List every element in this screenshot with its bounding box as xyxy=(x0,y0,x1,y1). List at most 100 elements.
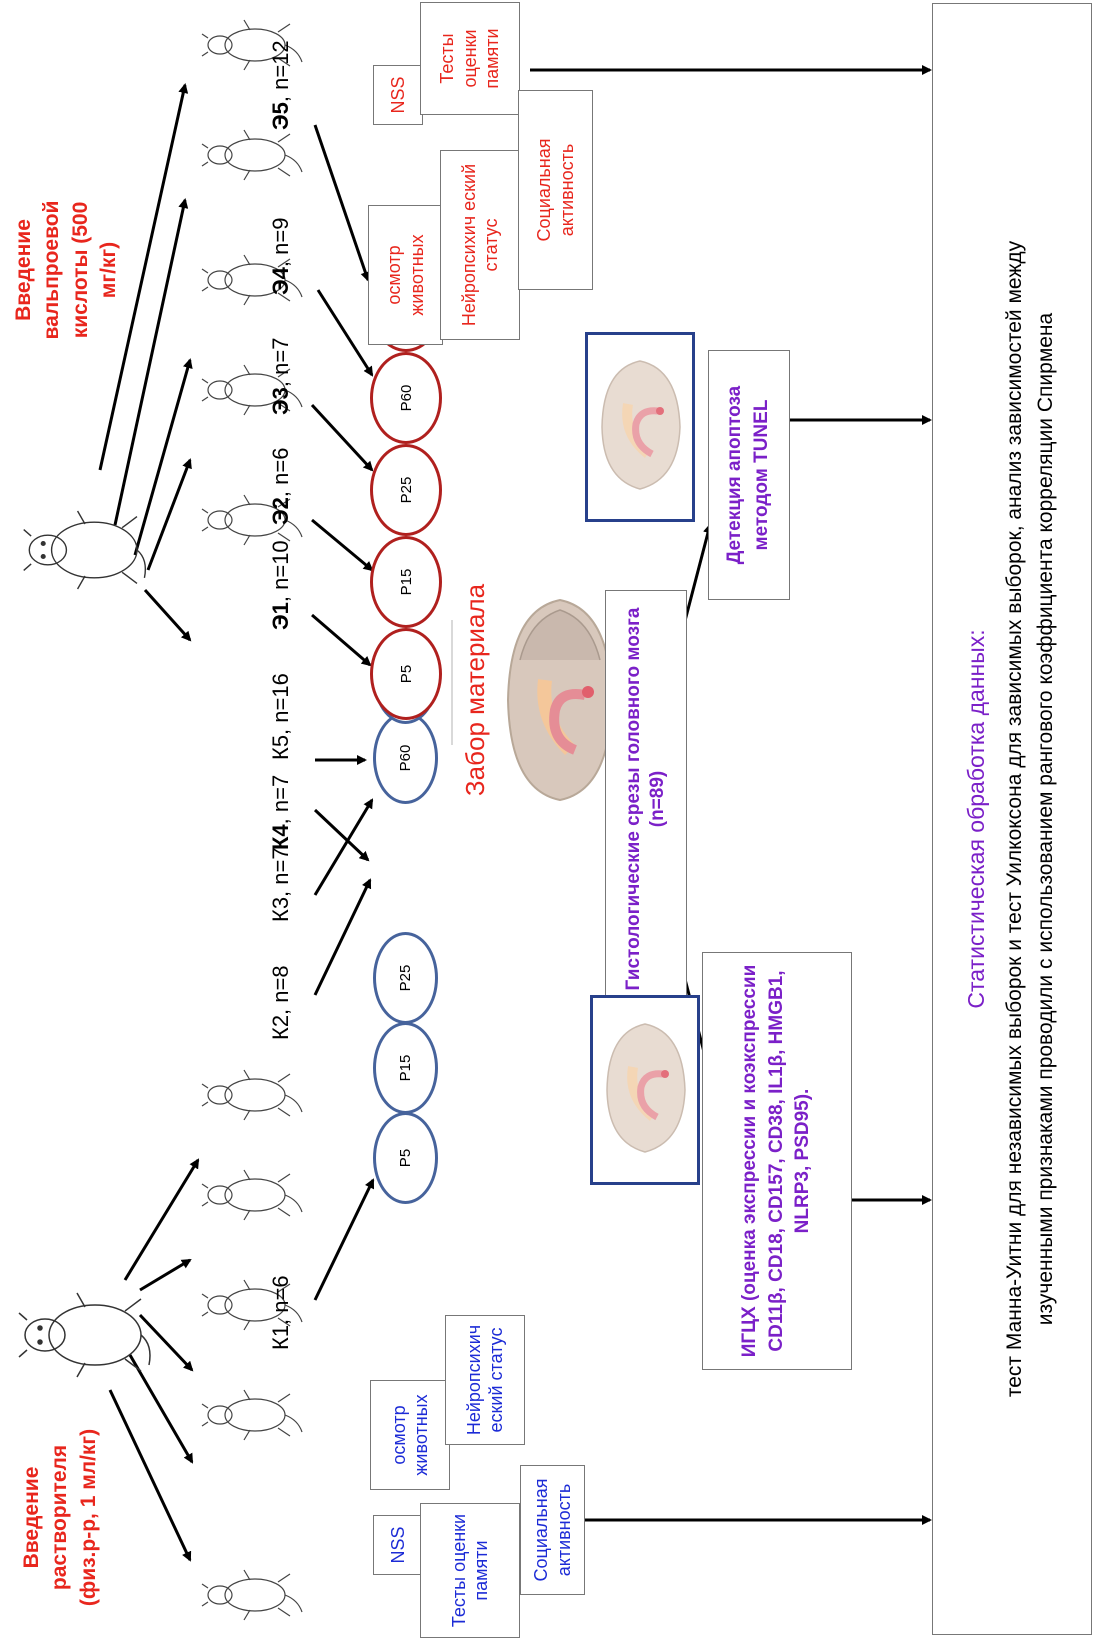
arrow-control-pup-1 xyxy=(110,1390,190,1560)
valproate-neuro-box: Нейропсихич еский статус xyxy=(440,150,520,340)
rat-icon xyxy=(200,120,305,190)
control-group-count: , n=7 xyxy=(268,847,293,897)
valproate-group-count: , n=7 xyxy=(268,338,293,388)
brain-icon xyxy=(500,590,620,810)
valproate-mother-rat-image xyxy=(20,485,150,615)
brain-frame-left xyxy=(590,995,700,1185)
control-age-circle: P5 xyxy=(373,1112,438,1204)
control-memory-label: Тесты оценки памяти xyxy=(448,1508,493,1633)
pup-rat-image xyxy=(200,1060,305,1130)
valproate-injection-label: Введение вальпроевой кислоты (500 мг/кг) xyxy=(10,150,123,390)
valproate-social-box: Социальная активность xyxy=(518,90,593,290)
control-group-count: , n=6 xyxy=(268,1275,293,1325)
stats-line-2: изученными признаками проводили с исполь… xyxy=(1030,313,1062,1325)
pup-rat-image xyxy=(200,1380,305,1450)
control-group-code: К3 xyxy=(268,897,293,922)
valproate-nss-box: NSS xyxy=(373,65,423,125)
control-social-box: Социальная активность xyxy=(520,1465,585,1595)
valproate-age-circle: P25 xyxy=(370,444,442,536)
arrow-e3-p25 xyxy=(312,405,372,470)
valproate-group-count: , n=9 xyxy=(268,218,293,268)
control-injection-line-3: (физ.р-р, 1 мл/кг) xyxy=(75,1395,103,1640)
valproate-group-label: Э5, n=12 xyxy=(268,40,294,130)
control-memory-box: Тесты оценки памяти xyxy=(420,1503,520,1638)
sampling-label: Забор материала xyxy=(460,565,491,815)
rat-icon xyxy=(20,485,150,615)
valproate-group-code: Э4 xyxy=(268,267,293,295)
arrow-e1-p5 xyxy=(312,615,370,665)
control-age-circle: P25 xyxy=(373,932,438,1024)
control-group-code: К4 xyxy=(268,824,293,850)
histology-box: Гистологические срезы головного мозга (n… xyxy=(605,590,687,1008)
control-exam-box: осмотр животных xyxy=(370,1380,450,1490)
brain-icon xyxy=(593,998,697,1182)
valproate-group-count: , n=6 xyxy=(268,448,293,498)
valproate-injection-line-4: мг/кг) xyxy=(95,150,123,390)
valproate-group-label: Э4, n=9 xyxy=(268,218,294,295)
control-group-count: , n=7 xyxy=(268,775,293,825)
control-group-count: , n=8 xyxy=(268,965,293,1015)
valproate-neuro-label: Нейропсихич еский статус xyxy=(458,155,503,335)
control-group-label: К5, n=16 xyxy=(268,673,294,760)
valproate-exam-box: осмотр животных xyxy=(368,205,443,345)
arrow-e5-p90 xyxy=(315,125,368,280)
control-exam-label: осмотр животных xyxy=(388,1385,433,1485)
rat-icon xyxy=(200,1060,305,1130)
brain-section-image xyxy=(500,590,620,810)
ihc-label: ИГЦХ (оценка экспрессии и коэкспрессии C… xyxy=(737,963,817,1359)
arrow-e2-p15 xyxy=(312,520,372,570)
control-age-circle: P60 xyxy=(373,712,438,804)
valproate-group-label: Э1, n=10 xyxy=(268,540,294,630)
control-injection-label: Введение растворителя (физ.р-р, 1 мл/кг) xyxy=(18,1395,103,1640)
valproate-memory-box: Тесты оценки памяти xyxy=(420,2,520,115)
stats-title: Статистическая обработка данных: xyxy=(962,629,991,1008)
control-group-label: К2, n=8 xyxy=(268,965,294,1040)
brain-icon xyxy=(588,335,692,519)
valproate-group-count: , n=12 xyxy=(268,40,293,102)
control-age-circle: P15 xyxy=(373,1022,438,1114)
control-group-code: К2 xyxy=(268,1015,293,1040)
valproate-social-label: Социальная активность xyxy=(533,95,578,285)
pup-rat-image xyxy=(200,1160,305,1230)
valproate-age-circle: P15 xyxy=(370,536,442,628)
valproate-age-circle: P60 xyxy=(370,352,442,444)
valproate-group-code: Э2 xyxy=(268,497,293,525)
arrow-k2-p15 xyxy=(315,880,370,995)
valproate-group-code: Э3 xyxy=(268,387,293,415)
ihc-box: ИГЦХ (оценка экспрессии и коэкспрессии C… xyxy=(702,952,852,1370)
valproate-group-label: Э2, n=6 xyxy=(268,448,294,525)
control-nss-label: NSS xyxy=(387,1527,410,1564)
stats-line-1: тест Манна-Уитни для независимых выборок… xyxy=(999,241,1031,1397)
pup-rat-image xyxy=(200,1560,305,1630)
control-injection-line-2: растворителя xyxy=(46,1395,74,1640)
histology-label: Гистологические срезы головного мозга (n… xyxy=(622,595,670,1003)
valproate-age-circle: P5 xyxy=(370,628,442,720)
control-injection-line-1: Введение xyxy=(18,1395,46,1640)
valproate-injection-line-1: Введение xyxy=(10,150,38,390)
valproate-injection-line-2: вальпроевой xyxy=(38,150,66,390)
stats-box: Статистическая обработка данных: тест Ма… xyxy=(932,3,1092,1635)
rat-icon xyxy=(200,1380,305,1450)
valproate-memory-label: Тесты оценки памяти xyxy=(436,7,504,110)
control-mother-rat-image xyxy=(15,1265,155,1405)
valproate-group-label: Э3, n=7 xyxy=(268,338,294,415)
arrow-vpa-pup-2 xyxy=(148,460,190,570)
rat-icon xyxy=(200,1560,305,1630)
control-nss-box: NSS xyxy=(373,1515,423,1575)
valproate-group-code: Э5 xyxy=(268,102,293,130)
rat-icon xyxy=(15,1265,155,1405)
valproate-group-code: Э1 xyxy=(268,602,293,630)
arrow-e4-p60 xyxy=(318,290,372,375)
valproate-injection-line-3: кислоты (500 xyxy=(67,150,95,390)
brain-frame-right xyxy=(585,332,695,522)
tunel-box: Детекция апоптоза методом TUNEL xyxy=(708,350,790,600)
control-group-code: К5 xyxy=(268,735,293,760)
control-neuro-box: Нейропсихич еский статус xyxy=(445,1315,525,1445)
valproate-group-count: , n=10 xyxy=(268,540,293,602)
valproate-exam-label: осмотр животных xyxy=(383,210,428,340)
valproate-nss-label: NSS xyxy=(387,77,410,114)
control-group-label: К4, n=7 xyxy=(268,775,294,850)
pup-rat-image xyxy=(200,120,305,190)
control-group-count: , n=16 xyxy=(268,673,293,735)
